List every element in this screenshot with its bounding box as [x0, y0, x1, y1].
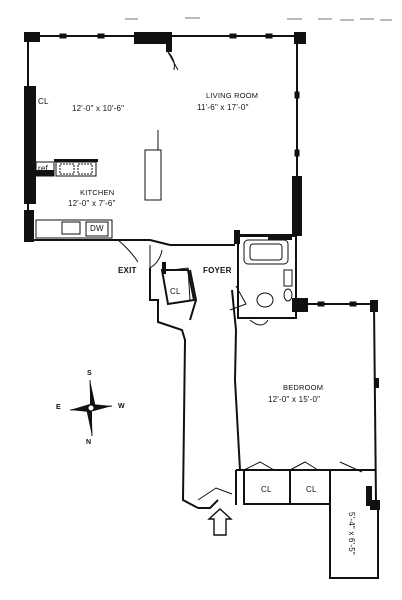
foyer-label: FOYER — [203, 266, 232, 275]
door-swing-icon — [117, 51, 363, 501]
compass-icon — [69, 379, 113, 437]
window-icon — [59, 33, 357, 307]
ref-label: ref — [38, 164, 48, 173]
dining-size: 12'-0" x 10'-6" — [72, 104, 125, 113]
bedroom-size: 12'-0" x 15'-0" — [268, 395, 321, 404]
closet-living-label: CL — [38, 97, 49, 106]
living-room-size: 11'-6" x 17'-0" — [197, 103, 249, 112]
compass-south: S — [87, 370, 92, 377]
header-marks — [125, 17, 392, 21]
walls — [27, 35, 379, 579]
entry-arrow-icon — [207, 508, 233, 536]
dw-label: DW — [90, 224, 104, 233]
kitchen-counter — [35, 130, 162, 239]
bathroom-fixtures — [243, 239, 293, 308]
closet-bed-1-label: CL — [261, 485, 272, 494]
living-room-name: LIVING ROOM — [206, 91, 259, 100]
kitchen-size: 12'-0" x 7'-6" — [68, 199, 116, 208]
compass-north: N — [86, 439, 92, 446]
exit-label: EXIT — [118, 266, 137, 275]
compass-west: W — [118, 403, 125, 410]
closet-entry-label: CL — [170, 287, 181, 296]
entry-closet — [160, 269, 196, 306]
closet-bed-2-label: CL — [306, 485, 317, 494]
wall-fills — [24, 32, 380, 510]
kitchen-name: KITCHEN — [80, 188, 115, 197]
bedroom-name: BEDROOM — [283, 383, 324, 392]
compass-east: E — [56, 404, 61, 411]
dressing-size: 5'-4" x 6'-5" — [347, 512, 356, 555]
